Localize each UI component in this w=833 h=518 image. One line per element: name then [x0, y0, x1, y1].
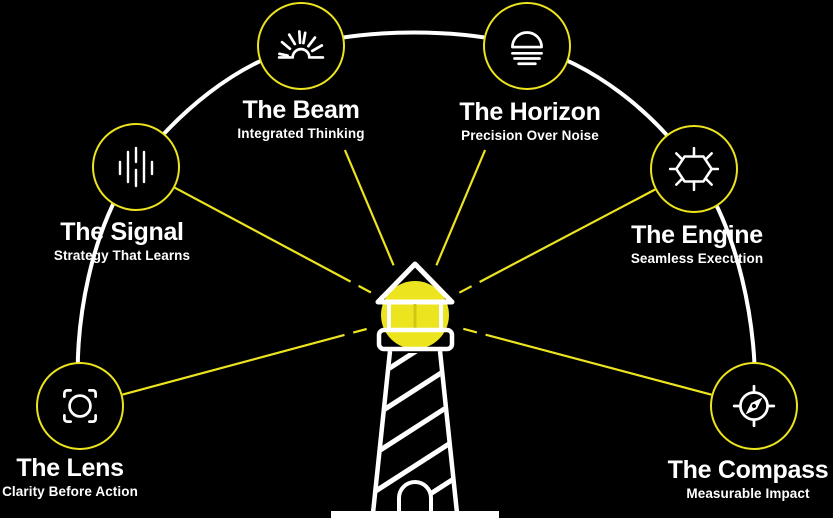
node-the-engine: [650, 125, 738, 213]
label-the-beam: The Beam Integrated Thinking: [237, 97, 364, 142]
node-the-beam: [257, 2, 345, 90]
node-title: The Lens: [16, 454, 124, 482]
node-the-signal: [92, 123, 180, 211]
label-the-horizon: The Horizon Precision Over Noise: [459, 99, 600, 144]
lighthouse-illustration: [331, 261, 499, 518]
node-title: The Horizon: [459, 98, 601, 126]
node-the-horizon: [483, 2, 571, 90]
label-the-engine: The Engine Seamless Execution: [631, 222, 763, 267]
lighthouse-roof: [375, 261, 455, 305]
label-the-lens: The Lens Clarity Before Action: [2, 455, 138, 500]
lighthouse-door: [397, 480, 433, 518]
ray-line-horizon: [435, 149, 487, 266]
ray-dash-signal: [358, 284, 372, 294]
ray-dash-lens: [352, 327, 367, 334]
node-title: The Compass: [667, 456, 829, 484]
sun-over-horizon-icon: [511, 31, 543, 66]
ray-line-compass: [485, 333, 712, 396]
lighthouse-base: [331, 511, 499, 518]
ray-line-beam: [343, 149, 395, 266]
compass-icon: [732, 384, 776, 428]
focus-frame-icon: [63, 389, 97, 423]
sunrise-rays-icon: [277, 30, 325, 59]
label-the-compass: The Compass Measurable Impact: [668, 457, 829, 502]
ray-dash-compass: [463, 327, 478, 334]
ray-line-signal: [174, 186, 352, 283]
ray-dash-engine: [458, 285, 473, 294]
signal-waveform-icon: [118, 146, 154, 188]
node-title: The Beam: [242, 96, 360, 124]
node-subtitle: Seamless Execution: [630, 251, 764, 266]
node-title: The Engine: [631, 221, 763, 249]
lighthouse-tower: [370, 350, 460, 514]
label-the-signal: The Signal Strategy That Learns: [54, 219, 190, 264]
hexagon-gear-icon: [669, 146, 719, 192]
ray-line-engine: [479, 188, 656, 283]
light-rays: [122, 149, 712, 396]
lighthouse-gallery: [376, 327, 455, 352]
node-subtitle: Clarity Before Action: [2, 484, 138, 499]
node-subtitle: Integrated Thinking: [237, 126, 365, 141]
node-the-compass: [710, 362, 798, 450]
node-subtitle: Strategy That Learns: [53, 248, 191, 263]
ray-line-lens: [122, 333, 345, 396]
node-title: The Signal: [60, 218, 184, 246]
node-the-lens: [36, 362, 124, 450]
node-subtitle: Measurable Impact: [686, 486, 810, 501]
node-subtitle: Precision Over Noise: [461, 128, 599, 143]
